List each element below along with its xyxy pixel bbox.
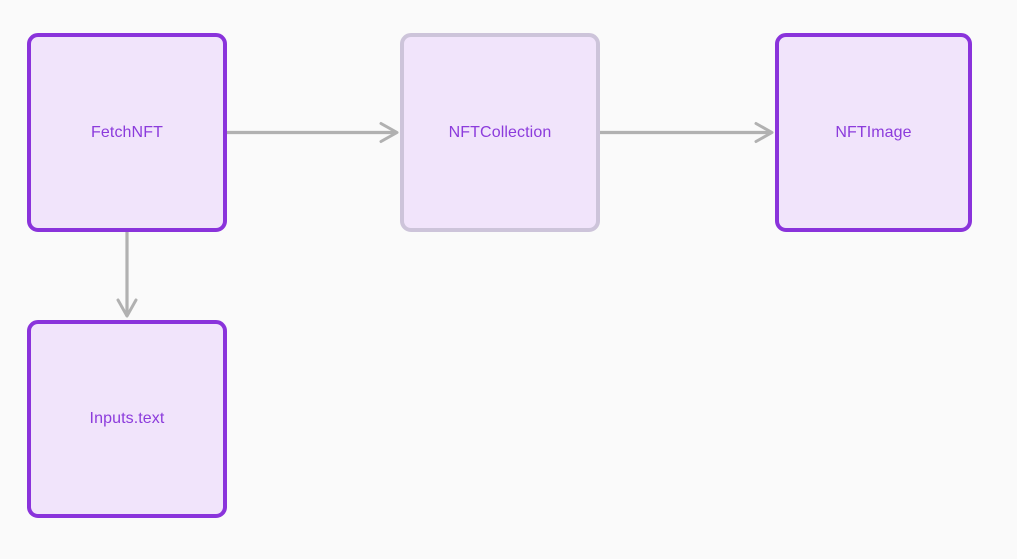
node-fetch-nft[interactable]: FetchNFT [27,33,227,232]
node-nft-image[interactable]: NFTImage [775,33,972,232]
node-label-nft-collection: NFTCollection [448,123,552,141]
node-label-nft-image: NFTImage [835,123,912,141]
node-nft-collection[interactable]: NFTCollection [400,33,600,232]
node-inputs-text[interactable]: Inputs.text [27,320,227,518]
node-label-fetch-nft: FetchNFT [91,123,163,141]
node-label-inputs-text: Inputs.text [89,410,165,427]
